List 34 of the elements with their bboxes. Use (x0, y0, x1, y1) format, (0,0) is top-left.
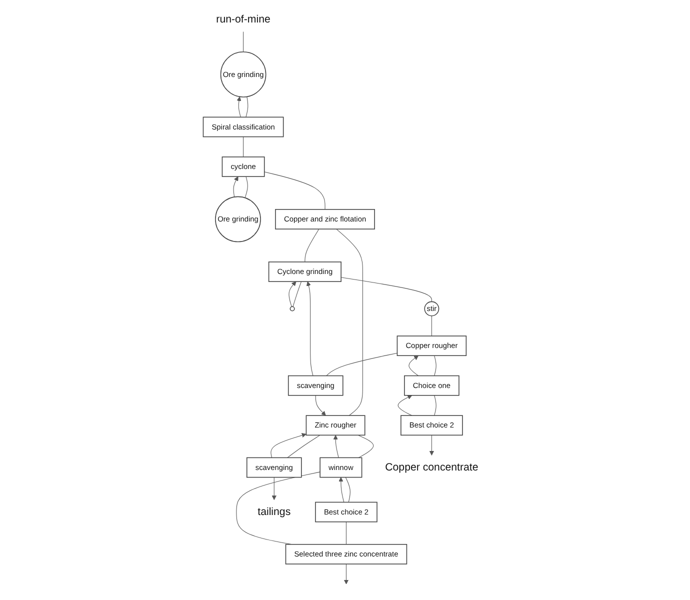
connector (345, 477, 350, 502)
node-circle (290, 306, 295, 312)
connector (244, 176, 248, 198)
connector (340, 277, 432, 302)
arrow (408, 355, 419, 376)
node-text: run-of-mine (216, 14, 270, 26)
connector (287, 434, 320, 458)
arrow (272, 477, 276, 500)
node-text: Copper concentrate (385, 462, 478, 474)
arrow (344, 564, 349, 584)
arrow (306, 281, 314, 376)
connector (431, 316, 432, 336)
arrow (236, 96, 242, 118)
arrow (398, 395, 412, 416)
arrow (338, 477, 344, 502)
connector (358, 434, 374, 458)
arrow (315, 395, 326, 416)
connector (326, 352, 398, 376)
arrow (333, 434, 339, 458)
connector (264, 172, 326, 210)
arrow (288, 281, 296, 308)
connector (304, 228, 320, 262)
connector (434, 395, 436, 416)
arrow (270, 433, 306, 458)
connector (336, 228, 363, 416)
connector (246, 96, 248, 118)
connector (434, 355, 436, 376)
arrow (233, 176, 238, 198)
connector (243, 136, 244, 158)
node-text: tailings (258, 506, 291, 518)
arrow (429, 434, 434, 456)
connector (292, 281, 302, 308)
connector (243, 32, 244, 52)
connector (236, 472, 320, 545)
